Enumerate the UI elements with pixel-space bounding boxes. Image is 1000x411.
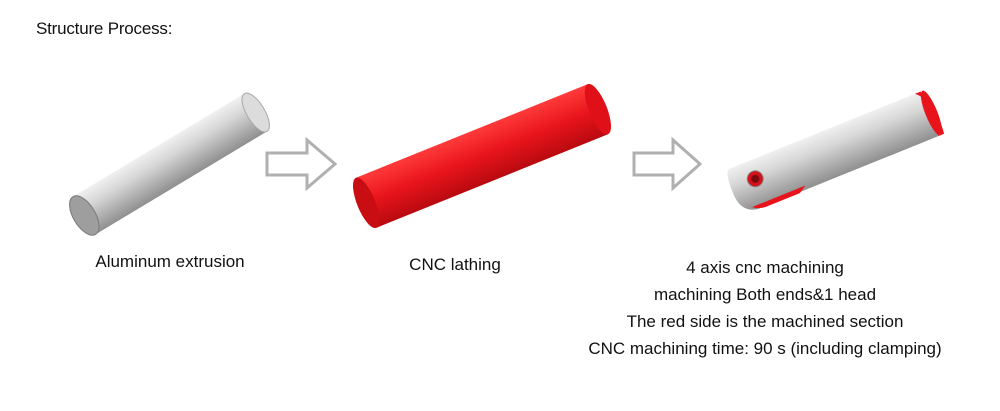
machined-part-icon — [727, 90, 945, 210]
step-description-machining: 4 axis cnc machining machining Both ends… — [560, 258, 970, 359]
arrow-right-icon — [632, 136, 703, 192]
step-description-line: machining Both ends&1 head — [653, 285, 877, 304]
step-label-lathing: CNC lathing — [409, 255, 501, 274]
arrow-right-icon — [265, 136, 338, 192]
red-bar-icon — [352, 83, 612, 229]
aluminum-bar-icon — [69, 92, 270, 236]
step-description-line: CNC machining time: 90 s (including clam… — [588, 339, 942, 358]
step-description-line: 4 axis cnc machining — [686, 258, 844, 277]
page-title: Structure Process: — [36, 19, 173, 38]
step-description-line: The red side is the machined section — [626, 312, 904, 331]
step-label-extrusion: Aluminum extrusion — [95, 252, 245, 271]
